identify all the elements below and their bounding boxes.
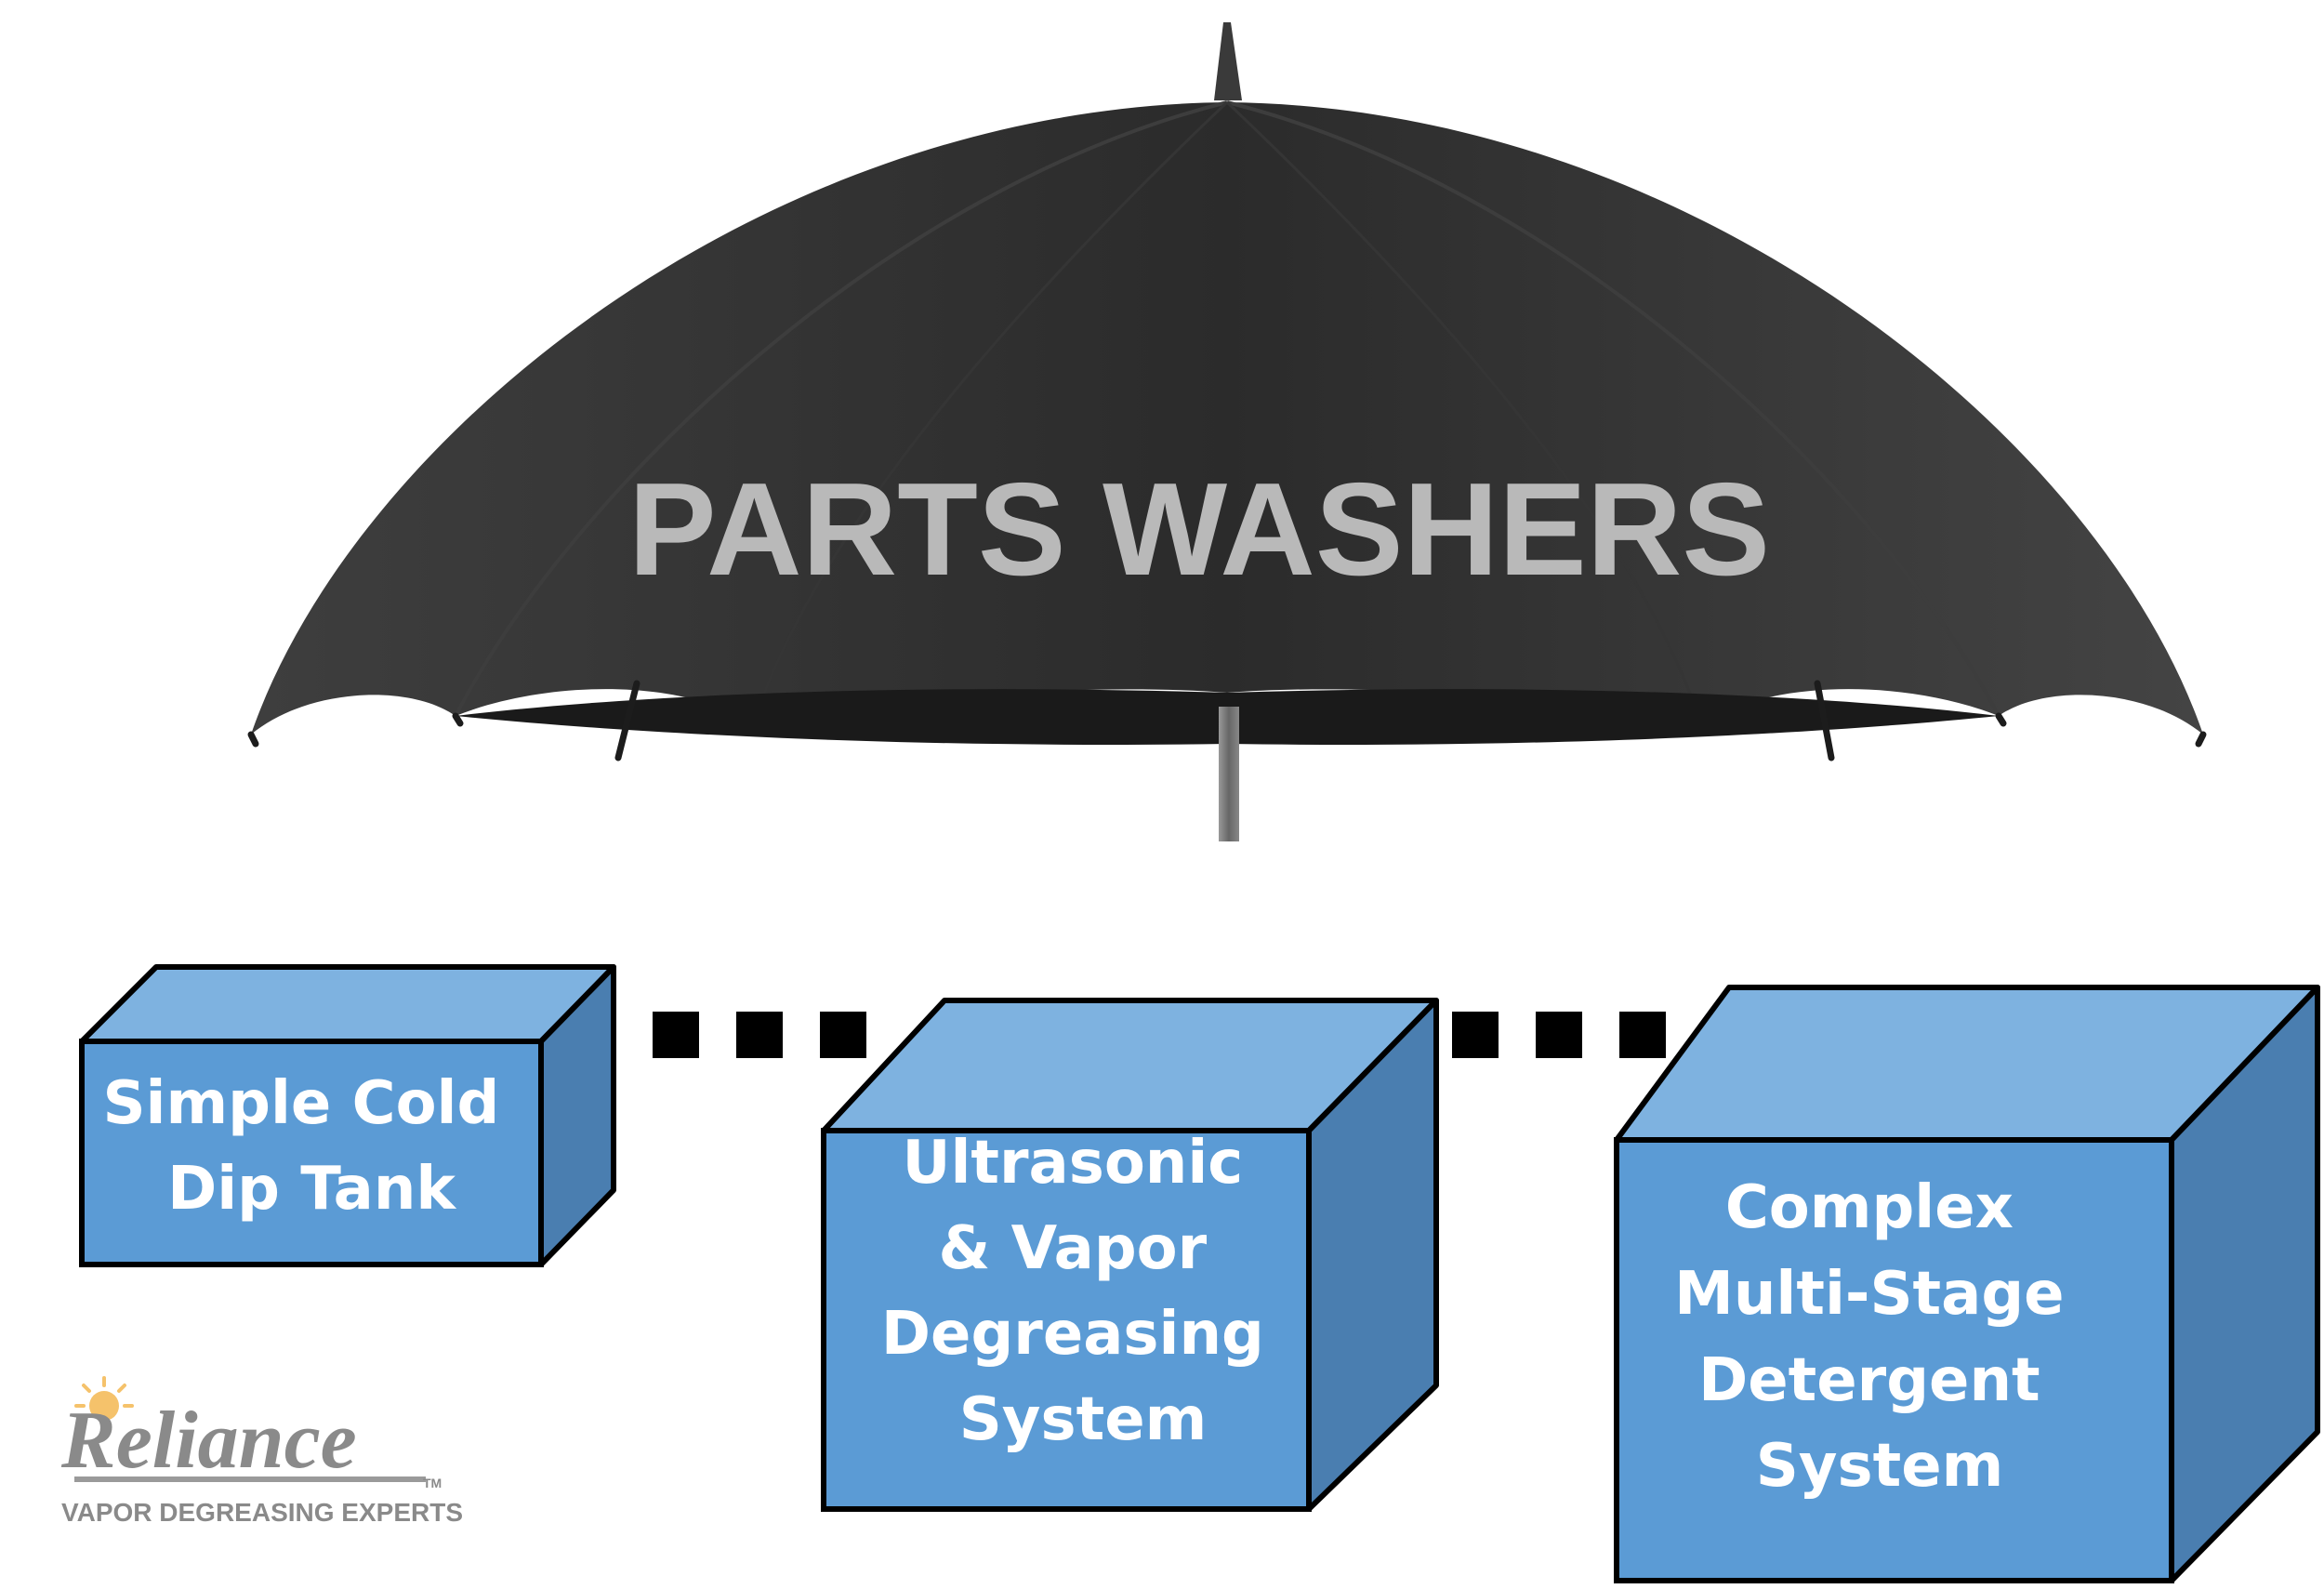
category-box-complex-multi-stage-detergent: Complex Multi-Stage Detergent System xyxy=(1614,985,2320,1583)
box-label: Complex Multi-Stage Detergent System xyxy=(1674,1173,2085,1501)
box-front-face xyxy=(821,1128,1312,1512)
box-label-line: System xyxy=(1756,1432,2004,1501)
umbrella: PARTS WASHERS xyxy=(247,22,2207,841)
sun-icon xyxy=(74,1376,134,1421)
box-label-line: Degreasing xyxy=(881,1300,1264,1369)
box-label-line: Detergent xyxy=(1698,1346,2040,1415)
reliance-logo: Reliance TM VAPOR DEGREASING EXPERTS xyxy=(60,1376,463,1527)
umbrella-canopy xyxy=(251,102,2203,735)
box-label: Ultrasonic & Vapor Degreasing System xyxy=(881,1129,1285,1454)
box-label-line: & Vapor xyxy=(939,1214,1208,1283)
box-label-line: System xyxy=(959,1385,1208,1454)
box-label-line: Ultrasonic xyxy=(902,1129,1243,1198)
connector-dot xyxy=(1619,1012,1666,1058)
connector-dot xyxy=(653,1012,699,1058)
box-label-line: Simple Cold xyxy=(102,1069,499,1138)
connector-dot xyxy=(820,1012,866,1058)
connector-dots-2 xyxy=(1452,1012,1666,1058)
category-box-ultrasonic-vapor-degreasing: Ultrasonic & Vapor Degreasing System xyxy=(821,998,1439,1512)
box-front-face xyxy=(1614,1137,2174,1583)
box-top-face xyxy=(79,964,616,1044)
umbrella-tip xyxy=(1214,22,1242,100)
box-label-line: Dip Tank xyxy=(167,1155,456,1224)
box-front-face xyxy=(79,1039,544,1267)
logo-wordmark: Reliance xyxy=(60,1396,357,1486)
box-label-line: Multi-Stage xyxy=(1674,1260,2064,1329)
umbrella-shaft xyxy=(1219,707,1239,841)
logo-underline xyxy=(74,1476,426,1482)
connector-dots-1 xyxy=(653,1012,866,1058)
logo-trademark: TM xyxy=(423,1476,442,1490)
connector-dot xyxy=(1536,1012,1582,1058)
umbrella-label: PARTS WASHERS xyxy=(628,456,1770,603)
box-label: Simple Cold Dip Tank xyxy=(102,1069,520,1224)
connector-dot xyxy=(1452,1012,1499,1058)
connector-dot xyxy=(736,1012,783,1058)
box-label-line: Complex xyxy=(1725,1173,2014,1242)
category-box-simple-cold-dip-tank: Simple Cold Dip Tank xyxy=(79,964,616,1267)
logo-tagline: VAPOR DEGREASING EXPERTS xyxy=(61,1498,463,1527)
